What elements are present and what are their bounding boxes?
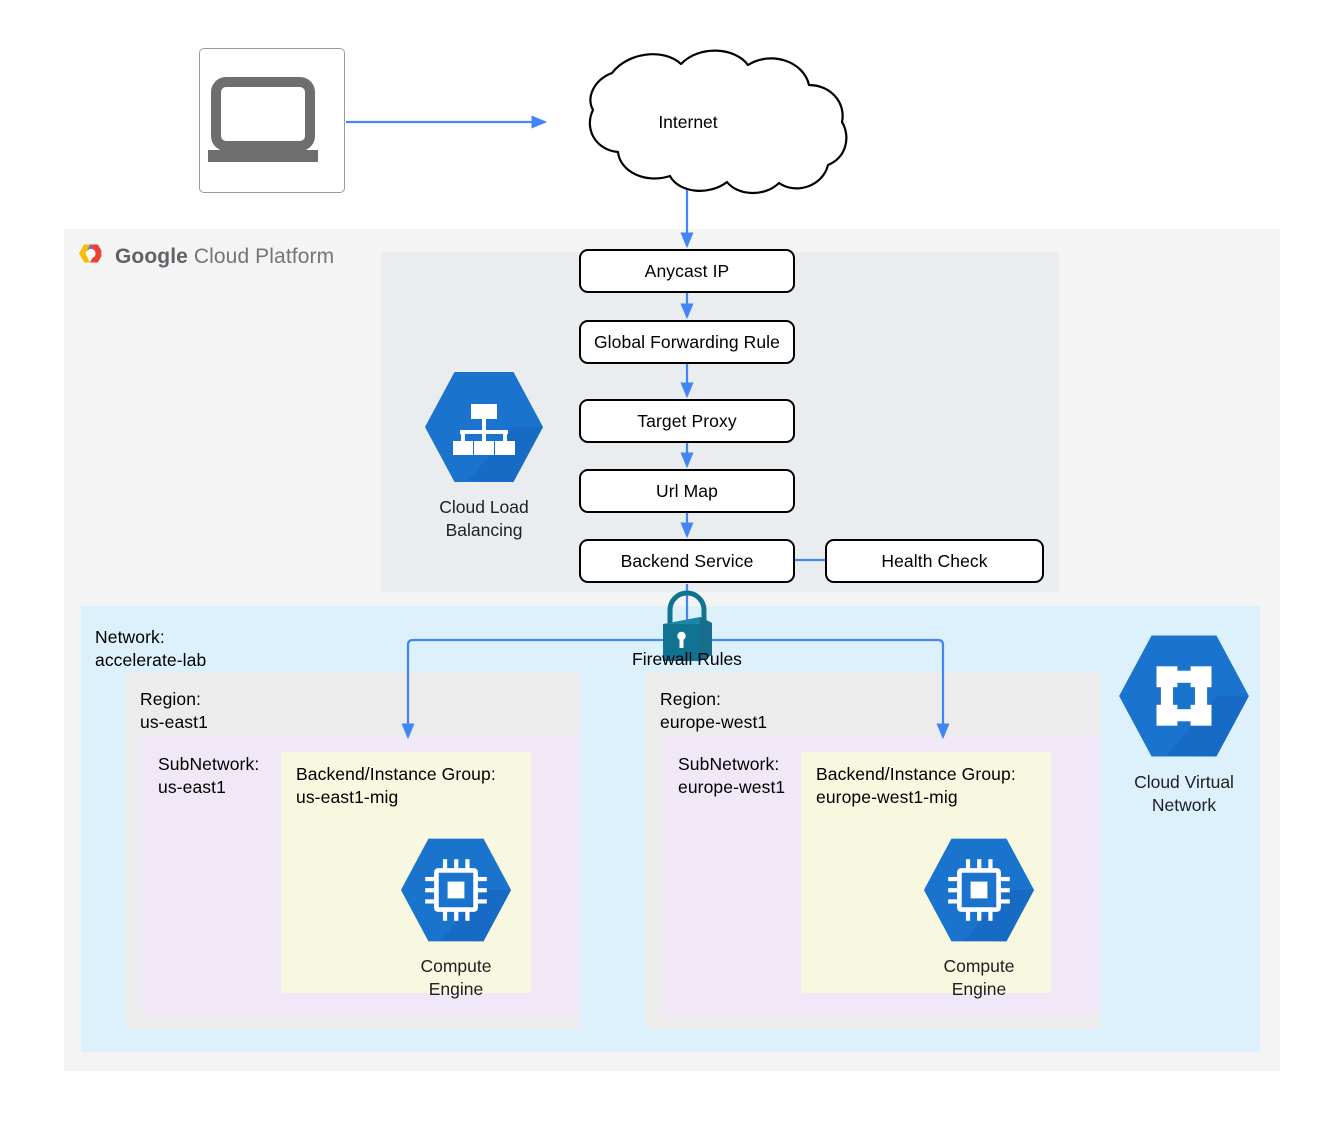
gcp-brand: Google Cloud Platform [76,243,334,271]
cloud-load-balancing-icon [425,372,543,482]
compute-engine-icon [923,838,1035,942]
subnetwork-label-europe-west1: SubNetwork: europe-west1 [678,754,786,798]
product-compute-engine-europe-west1: Compute Engine [899,834,1059,1001]
firewall-rules-label: Firewall Rules [632,649,742,669]
product-caption-compute-engine-europe-west1: Compute Engine [943,956,1015,999]
flow-box-global-forwarding-rule[interactable]: Global Forwarding Rule [579,320,795,364]
flow-box-backend-service[interactable]: Backend Service [579,539,795,583]
gcp-brand-text: Google Cloud Platform [115,245,334,269]
network-label: Network: accelerate-lab [95,627,207,671]
region-label-us-east1: Region: us-east1 [140,689,208,733]
product-caption-cloud-load-balancing: Cloud Load Balancing [439,497,529,540]
product-cloud-virtual-network: Cloud Virtual Network [1104,630,1264,817]
product-caption-cloud-virtual-network: Cloud Virtual Network [1134,772,1234,815]
flow-box-anycast-ip[interactable]: Anycast IP [579,249,795,293]
cloud-virtual-network-icon [1119,635,1249,757]
compute-engine-icon [400,838,512,942]
product-compute-engine-us-east1: Compute Engine [376,834,536,1001]
gcp-brand-cloud-platform: Cloud Platform [193,245,335,268]
flow-box-target-proxy[interactable]: Target Proxy [579,399,795,443]
flow-box-url-map[interactable]: Url Map [579,469,795,513]
instance-group-label-europe-west1: Backend/Instance Group: europe-west1-mig [816,764,1016,808]
internet-label: Internet [658,112,718,132]
product-caption-compute-engine-us-east1: Compute Engine [420,956,492,999]
region-label-europe-west1: Region: europe-west1 [660,689,768,733]
google-cloud-hexagon-logo [79,244,103,263]
instance-group-label-us-east1: Backend/Instance Group: us-east1-mig [296,764,496,808]
product-cloud-load-balancing: Cloud Load Balancing [404,367,564,542]
client-device-box [199,48,345,193]
gcp-brand-google: Google [115,245,188,268]
subnetwork-label-us-east1: SubNetwork: us-east1 [158,754,260,798]
flow-box-health-check[interactable]: Health Check [825,539,1044,583]
